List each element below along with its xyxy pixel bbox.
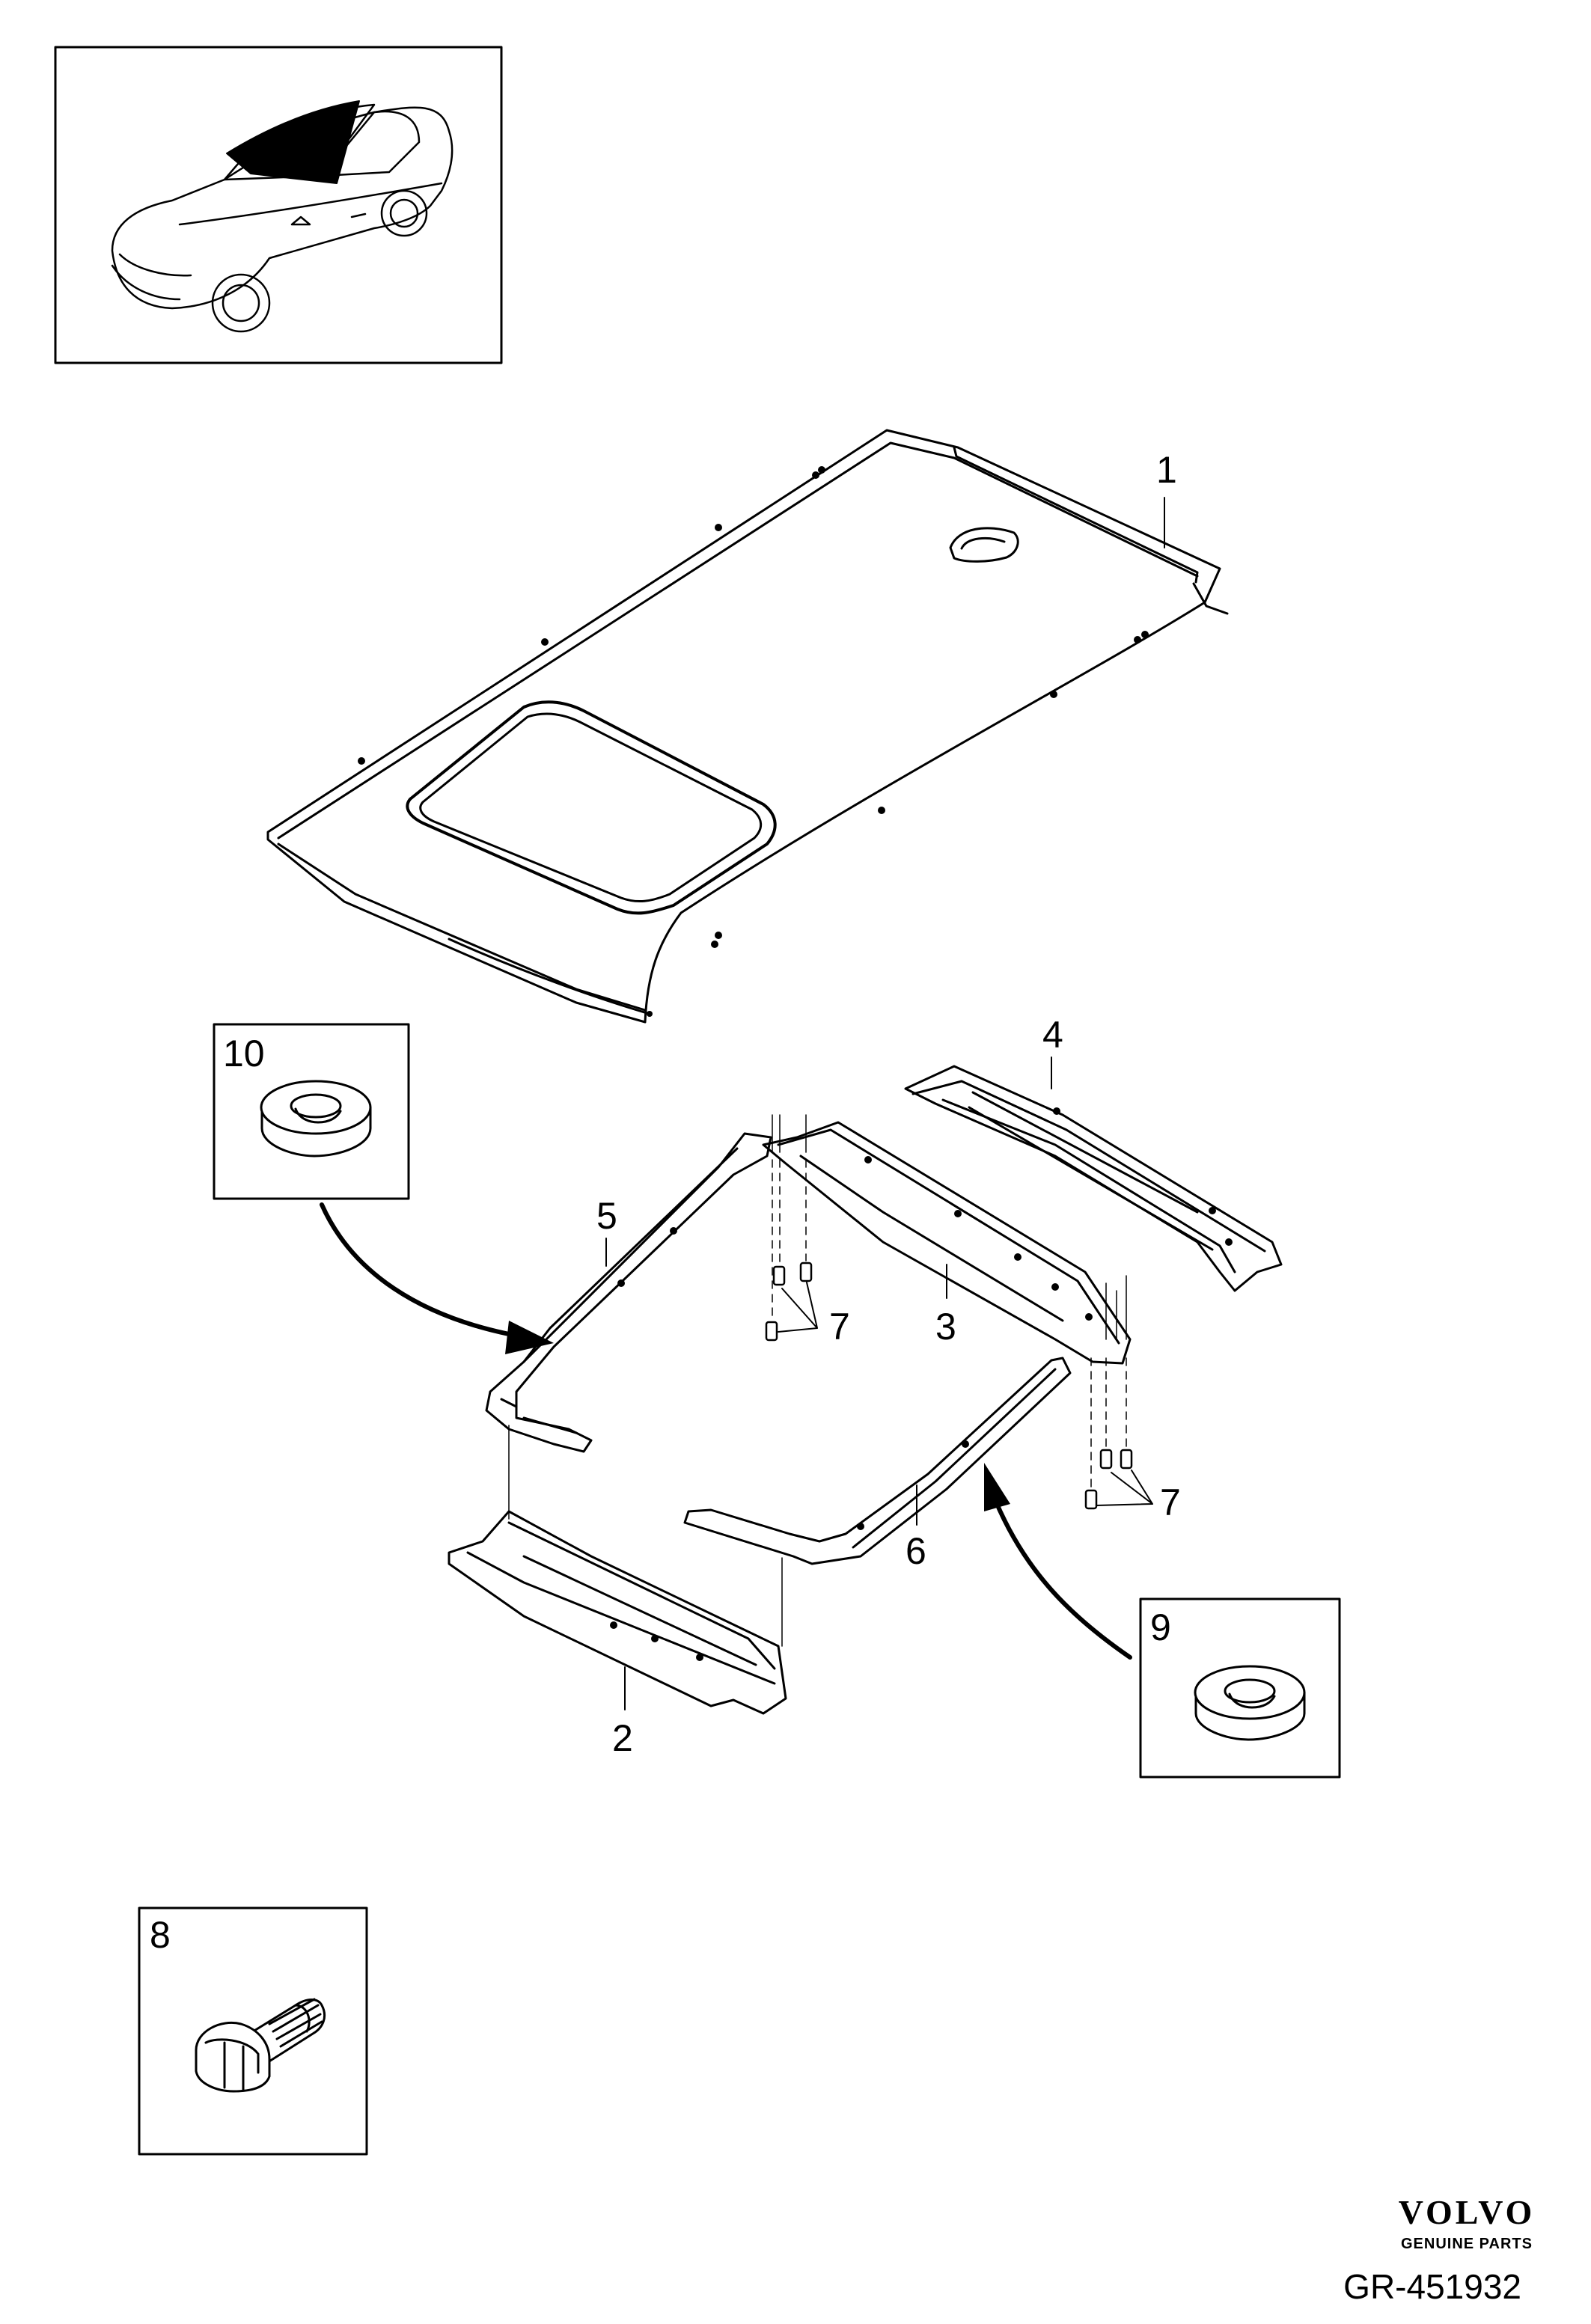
front-roof-cross-member [448, 1510, 787, 1715]
rear-roof-cross-member [904, 1065, 1283, 1292]
brand-block: VOLVO GENUINE PARTS GR-451932 [1343, 2193, 1536, 2306]
bolt-icon [765, 1262, 813, 1342]
flange-bolt-icon [195, 1998, 326, 2093]
callout-3: 3 [935, 1306, 956, 1348]
roof-panel [266, 429, 1229, 1024]
roof-rail-part-5 [485, 1132, 772, 1453]
bolt-icon [1084, 1449, 1133, 1510]
callout-9: 9 [1150, 1606, 1171, 1648]
arrow-part-10 [320, 1202, 554, 1354]
vehicle-locator-inset [54, 46, 503, 364]
callout-4: 4 [1042, 1014, 1063, 1056]
bolts-group-upper [765, 1114, 818, 1342]
callout-1: 1 [1156, 449, 1177, 491]
part-10-inset [213, 1023, 410, 1200]
callout-5: 5 [596, 1195, 617, 1237]
sunroof-opening [406, 700, 777, 915]
highlighted-roof-panel [226, 100, 360, 184]
part-9-inset [1139, 1597, 1341, 1779]
callout-7-upper: 7 [829, 1306, 850, 1348]
alignment-lines [508, 1425, 783, 1647]
callout-2: 2 [612, 1717, 633, 1759]
callout-10: 10 [223, 1033, 265, 1074]
callout-6: 6 [906, 1530, 926, 1572]
brand-logo-text: VOLVO [1399, 2193, 1536, 2231]
part-8-inset [138, 1906, 368, 2156]
callout-8: 8 [150, 1914, 171, 1956]
callout-labels: 1 4 5 3 7 7 6 2 10 9 8 [150, 449, 1181, 1956]
roof-mounting-holes [358, 466, 1149, 1017]
bolts-group-lower [1084, 1275, 1153, 1510]
brand-tagline: GENUINE PARTS [1401, 2236, 1533, 2252]
roof-rail-part-6 [683, 1357, 1072, 1565]
arrow-part-9 [984, 1463, 1132, 1660]
diagram-code: GR-451932 [1343, 2267, 1521, 2306]
washer-icon [260, 1080, 372, 1158]
callout-7-lower: 7 [1160, 1481, 1181, 1523]
roof-rail-part-3 [762, 1121, 1132, 1365]
washer-icon [1194, 1665, 1306, 1741]
antenna-recess [949, 527, 1019, 563]
